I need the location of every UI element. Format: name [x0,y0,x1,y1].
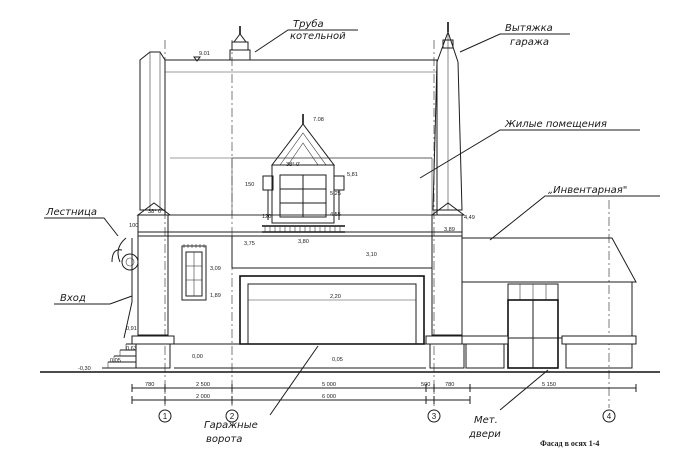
axis-label-2: 2 [230,412,235,421]
label-living: Жилые помещения [504,119,607,130]
elev-581: 5,81 [347,172,358,178]
elev-310: 3,10 [366,252,377,258]
label-gates-1: Гаражные [204,420,258,431]
facade-wall [138,231,462,345]
label-gates-2: ворота [206,434,242,445]
label-door-2: двери [468,429,501,440]
elev-ridge: 9.01 [199,51,210,57]
note-150: 150 [245,182,254,188]
axis-label-4: 4 [607,412,612,421]
note-120: 120 [262,214,271,220]
label-storage: „Инвентарная" [548,185,627,196]
staircase-window [181,244,207,301]
entry-steps [102,238,136,369]
elev-220: 2,20 [330,294,341,300]
label-vent-2: гаража [510,37,549,48]
elev-389: 3,89 [444,227,455,233]
elev-005-left: 0,05 [110,358,121,364]
note-angle-left: 38° 0' [148,209,162,215]
label-door-1: Мет. [474,415,498,426]
dim-5150: 5 150 [542,382,556,388]
main-roof [164,59,438,216]
axis-label-3: 3 [432,412,437,421]
elev-189: 1,89 [210,293,221,299]
elev-375: 3,75 [244,241,255,247]
elev-005-center: 0,05 [332,357,343,363]
drawing-caption: Фасад в осях 1-4 [540,439,599,448]
dim-780-right: 780 [445,382,454,388]
dim-780-left: 780 [145,382,154,388]
label-entrance: Вход [60,293,86,304]
plinth [131,335,637,369]
wall-lamp [111,237,139,271]
label-pipe-1: Труба [293,18,324,30]
label-stairs: Лестница [45,207,97,218]
dim-2500: 2 500 [196,382,210,388]
dimension-lines: 780 2 500 5 000 500 780 5 150 2 000 6 00… [131,382,637,404]
note-100: 100 [129,223,138,229]
elev-309: 3,09 [210,266,221,272]
dim-5000: 5 000 [322,382,336,388]
elev-030: -0,30 [78,366,91,372]
label-vent-1: Вытяжка [505,23,553,34]
boiler-chimney [229,26,251,61]
garage-door [239,275,425,345]
elev-455: 4,55 [330,212,341,218]
left-tower [136,51,172,336]
note-angle-dormer: 38° 0' [286,162,300,168]
dim-6000: 6 000 [322,394,336,400]
elev-380: 3,80 [298,239,309,245]
elev-dormer-top: 7.08 [313,117,324,123]
elev-525: 5,25 [330,191,341,197]
dim-500: 500 [421,382,430,388]
elevation-marks: 9.01 7.08 5,81 5,25 4,55 4,49 3,89 3,80 … [78,51,475,372]
elev-449: 4,49 [464,215,475,221]
label-pipe-2: котельной [290,31,346,42]
dim-2000: 2 000 [196,394,210,400]
annotations: Труба котельной Вытяжка гаража Жилые пом… [45,18,627,445]
elev-091: 0,91 [126,326,137,332]
elev-063: 0,63 [126,346,137,352]
axis-label-1: 1 [163,412,168,421]
annex [461,237,637,369]
balcony [262,225,345,233]
elev-000: 0,00 [192,354,203,360]
dormer [262,114,345,224]
grid-axes: 1 2 3 4 [158,40,616,423]
leader-lines [44,29,660,416]
